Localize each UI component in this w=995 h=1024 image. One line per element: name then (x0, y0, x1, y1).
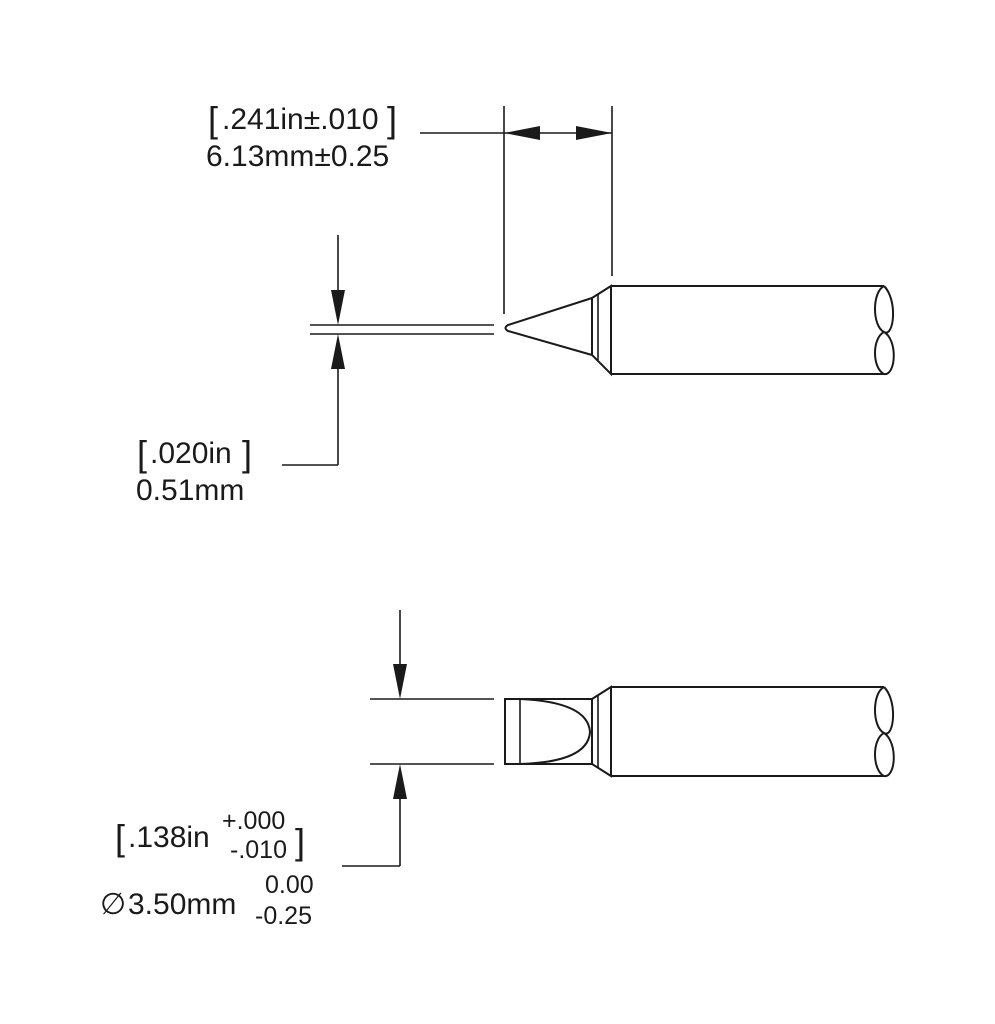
bottom-dia-inch-tol-lower: -.010 (230, 836, 287, 864)
top-length-bracket-close: ] (387, 99, 397, 140)
bottom-dia-inch-tol-upper: +.000 (222, 807, 285, 835)
top-shaft-break (874, 285, 895, 375)
bottom-chisel-curve (519, 698, 592, 765)
bottom-dia-mm-tol-upper: 0.00 (265, 871, 314, 899)
bottom-tip-collar (591, 685, 612, 778)
bottom-chisel-outline (504, 698, 592, 765)
bottom-dia-bracket-open: [ (115, 817, 125, 858)
top-tip-arrow-down (331, 290, 345, 325)
bottom-diameter-dimension: [ .138in +.000 -.010 ] ∅ 3.50mm 0.00 -0.… (100, 610, 494, 930)
top-length-dimension: [ .241in±.010 ] 6.13mm±0.25 (206, 99, 613, 314)
bottom-tip-view (504, 685, 895, 778)
top-length-arrow-right (576, 126, 612, 140)
top-tip-dimension: [ .020in ] 0.51mm (136, 235, 494, 507)
top-tip-cone (504, 297, 593, 356)
top-length-bracket-open: [ (208, 99, 218, 140)
top-tip-mm-label: 0.51mm (136, 474, 244, 507)
bottom-dia-mm-tol-lower: -0.25 (255, 902, 312, 930)
top-length-mm-label: 6.13mm±0.25 (206, 140, 389, 173)
top-tip-bracket-close: ] (242, 433, 252, 474)
top-tip-view (504, 284, 895, 377)
top-length-arrow-left (504, 126, 540, 140)
bottom-dia-arrow-down (393, 664, 407, 699)
bottom-dia-inch-label: .138in (128, 821, 210, 854)
top-length-inch-label: .241in±.010 (222, 103, 379, 136)
bottom-dia-mm-label: 3.50mm (128, 888, 236, 921)
bottom-dia-bracket-close: ] (295, 821, 305, 862)
top-tip-collar (591, 284, 612, 377)
bottom-shaft-break (874, 686, 895, 777)
top-tip-inch-label: .020in (150, 437, 232, 470)
bottom-dia-arrow-up (393, 764, 407, 799)
top-tip-bracket-open: [ (137, 433, 147, 474)
diameter-symbol-icon: ∅ (100, 888, 126, 921)
top-tip-arrow-up (331, 334, 345, 369)
